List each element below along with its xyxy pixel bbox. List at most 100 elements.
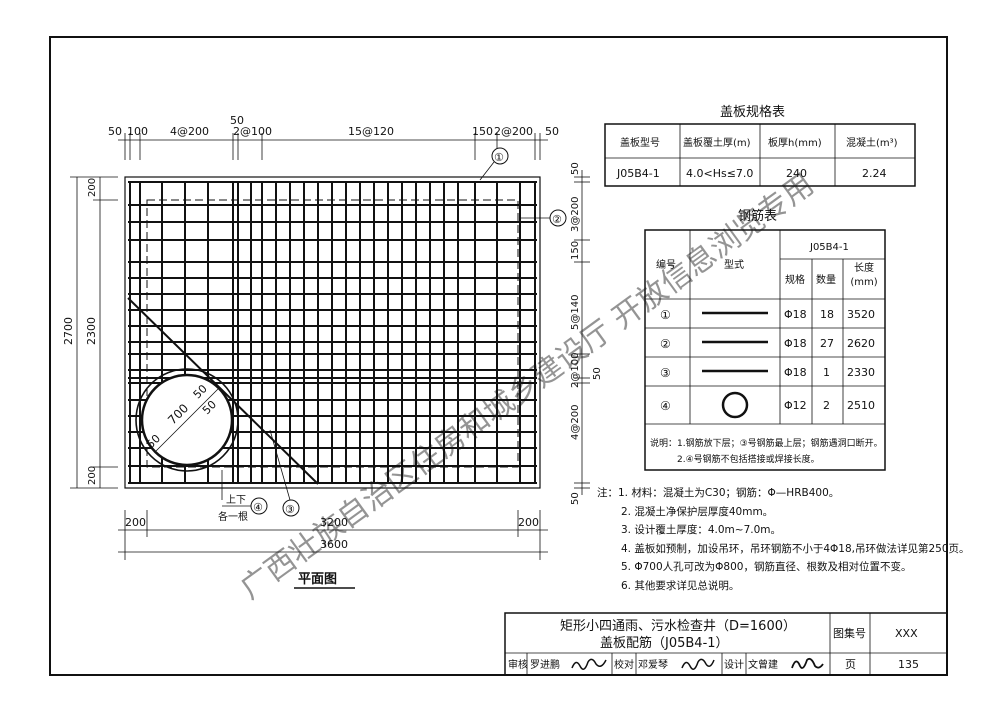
atlas-label: 图集号 (833, 626, 866, 640)
spec-v-thick: 240 (786, 167, 807, 180)
right-dim-2at100: 2@100 (570, 353, 581, 388)
design-signature (791, 657, 824, 669)
horizontal-bars (128, 181, 537, 484)
rebar-r4-qty: 2 (823, 399, 830, 412)
slab-outline (124, 176, 541, 489)
top-dim-50c: 50 (545, 125, 559, 138)
vertical-bars (129, 181, 536, 484)
hole-dim-line (154, 386, 221, 453)
bottom-dimensions (118, 510, 548, 560)
right-dim-3at200: 3@200 (570, 197, 581, 232)
rebar-r3-qty: 1 (823, 366, 830, 379)
spec-v-concrete: 2.24 (862, 167, 887, 180)
top-dim-15at120: 15@120 (348, 125, 394, 138)
title-line-2: 盖板配筋（J05B4-1） (600, 635, 729, 651)
spec-table-title: 盖板规格表 (720, 104, 785, 120)
rebar-r2-spec: Φ18 (784, 337, 807, 350)
leader-1 (479, 161, 495, 181)
rebar-h-spec: 规格 (785, 273, 805, 286)
rebar-r1-no: ① (660, 308, 671, 322)
spec-h-type: 盖板型号 (620, 136, 660, 149)
spec-v-type: J05B4-1 (616, 167, 660, 180)
page-value: 135 (898, 658, 919, 671)
rebar-r1-qty: 18 (820, 308, 834, 321)
rebar-r3-no: ③ (660, 366, 671, 380)
rebar-r3-spec: Φ18 (784, 366, 807, 379)
top-dim-50b: 50 (230, 114, 244, 127)
rebar-r3-len: 2330 (847, 366, 875, 379)
right-dim-50-bottom: 50 (570, 492, 581, 505)
title-line-1: 矩形小四通雨、污水检查井（D=1600） (560, 619, 796, 634)
rebar-r2-no: ② (660, 337, 671, 351)
note-2: 2. 混凝土净保护层厚度40mm。 (621, 505, 774, 518)
note-3: 3. 设计覆土厚度：4.0m~7.0m。 (621, 524, 782, 536)
rebar-h-shape: 型式 (724, 258, 744, 271)
review-signature (571, 658, 607, 670)
left-dim-2700: 2700 (62, 317, 75, 345)
top-dim-2at100: 2@100 (233, 125, 272, 138)
top-dimensions (118, 133, 548, 160)
spec-table: 盖板规格表 盖板型号 盖板覆土厚(m) 板厚h(mm) 混凝土(m³) J05B… (604, 104, 916, 187)
rebar-r4-len: 2510 (847, 399, 875, 412)
right-dimensions (574, 170, 590, 495)
right-dim-5at140: 5@140 (570, 295, 581, 330)
check-name: 邓爱琴 (638, 658, 668, 671)
spec-v-cover: 4.0<Hs≤7.0 (686, 167, 753, 180)
rebar-table: 钢筋表 编号 型式 J05B4-1 规格 数量 长度 (mm) ① Φ18 18… (644, 208, 886, 471)
rebar-r4-no: ④ (660, 399, 671, 413)
design-label: 设计 (724, 658, 744, 671)
bottom-dim-3200: 3200 (320, 516, 348, 529)
spec-h-cover: 盖板覆土厚(m) (683, 136, 751, 149)
bottom-dim-3600: 3600 (320, 538, 348, 551)
design-name: 文曾建 (748, 658, 778, 671)
check-label: 校对 (614, 658, 634, 671)
callout-1 (491, 147, 509, 165)
bottom-dim-200-right: 200 (518, 516, 539, 529)
rebar-r1-len: 3520 (847, 308, 875, 321)
left-dimensions (70, 176, 118, 489)
rebar-note-2: 2.④号钢筋不包括搭接或焊接长度。 (677, 453, 820, 465)
general-notes: 注：1. 材料：混凝土为C30；钢筋：Φ—HRB400。 2. 混凝土净保护层厚… (597, 484, 970, 595)
note-4: 4. 盖板如预制，加设吊环，吊环钢筋不小于4Φ18,吊环做法详见第250页。 (621, 542, 970, 555)
title-block: 矩形小四通雨、污水检查井（D=1600） 盖板配筋（J05B4-1） 图集号 X… (504, 612, 948, 676)
sheet-border (49, 36, 948, 676)
check-signature (681, 658, 715, 670)
review-name: 罗进鹏 (530, 658, 560, 671)
rebar-h-group: J05B4-1 (809, 242, 849, 253)
right-dim-4at200: 4@200 (570, 405, 581, 440)
callout-1-label: ① (494, 151, 504, 164)
callout-4-text-2: 各一根 (218, 510, 248, 523)
top-dim-150: 150 (472, 125, 493, 138)
left-dim-200-top: 200 (87, 178, 98, 197)
rebar-r1-spec: Φ18 (784, 308, 807, 321)
callout-3-label: ③ (285, 503, 295, 516)
rebar-h-qty: 数量 (816, 273, 836, 286)
callout-4 (250, 497, 268, 515)
right-dim-50-mid: 50 (592, 367, 603, 380)
note-1: 注：1. 材料：混凝土为C30；钢筋：Φ—HRB400。 (597, 487, 840, 499)
left-dim-200-bottom: 200 (87, 466, 98, 485)
leader-3 (269, 429, 291, 501)
right-dim-50-top: 50 (570, 162, 581, 175)
top-dim-50: 50 (108, 125, 122, 138)
callout-2-label: ② (552, 213, 562, 226)
callout-3 (282, 499, 300, 517)
top-dim-100: 100 (127, 125, 148, 138)
manhole-ring-bar (135, 368, 239, 472)
top-dim-2at200: 2@200 (494, 125, 533, 138)
plan-view: 700 50 50 50 50 100 4@200 50 2@100 15@12… (62, 114, 603, 589)
rebar-note-1: 说明：1.钢筋放下层；③号钢筋最上层；钢筋遇洞口断开。 (650, 437, 883, 449)
rebar-h-no: 编号 (656, 258, 676, 271)
atlas-value: XXX (895, 627, 918, 640)
note-5: 5. Φ700人孔可改为Φ800，钢筋直径、根数及相对位置不变。 (621, 561, 912, 573)
review-label: 审核 (508, 658, 528, 671)
spec-h-thick: 板厚h(mm) (768, 136, 822, 149)
callout-4-label: ④ (253, 501, 263, 514)
rebar-h-len: 长度 (mm) (850, 263, 878, 288)
note-6: 6. 其他要求详见总说明。 (621, 579, 740, 592)
rebar-r2-qty: 27 (820, 337, 834, 350)
top-dim-4at200: 4@200 (170, 125, 209, 138)
plan-caption: 平面图 (298, 572, 337, 587)
rebar-table-title: 钢筋表 (738, 208, 777, 224)
